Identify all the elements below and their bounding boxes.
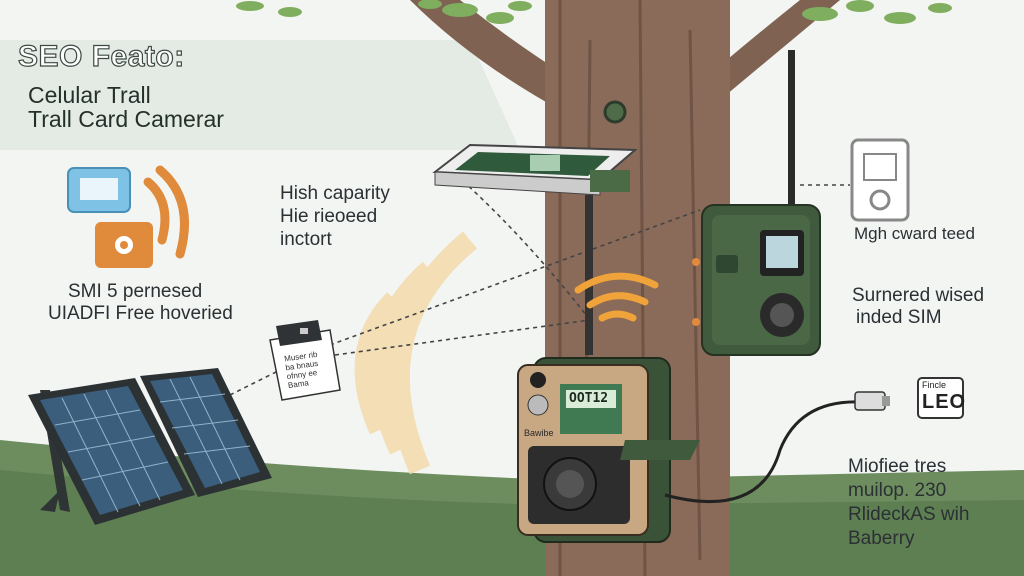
battery-label-2: muilop. 230 xyxy=(848,480,947,501)
trail-camera-icon xyxy=(692,50,821,356)
leaves xyxy=(236,0,952,24)
solar-panel-icon xyxy=(28,368,272,525)
camera-panel-text: Bawibe xyxy=(524,428,554,438)
signal-arcs-camera xyxy=(574,272,659,322)
sd-card-text: Muser rib ba bnaus ofnny ee Bama xyxy=(284,350,322,390)
led-badge-main: LEO xyxy=(922,391,967,413)
phone-icon xyxy=(67,167,153,268)
battery-label-1: Miofiee tres xyxy=(848,456,947,477)
led-badge-top: Fincle xyxy=(922,380,947,390)
display-device xyxy=(432,143,638,355)
sd-card-icon xyxy=(269,320,341,401)
usb-cable-icon xyxy=(664,391,890,503)
led-badge-icon xyxy=(917,377,964,419)
subtitle-line-2: Trall Card Camerar xyxy=(28,106,224,132)
battery-label-4: Baberry xyxy=(848,528,915,549)
surnered-label-1: Surnered wised xyxy=(852,285,985,306)
header-banner xyxy=(0,40,520,150)
sim-label-2: UIADFI Free hoveried xyxy=(48,303,233,324)
signal-arcs-background xyxy=(354,231,478,475)
capacity-label-1: Hish caparity xyxy=(280,183,390,204)
front-camera xyxy=(517,357,700,543)
card-speed-label: Mgh cward teed xyxy=(854,224,975,243)
capacity-label-3: inctort xyxy=(280,229,332,250)
sim-label-1: SMI 5 pernesed xyxy=(68,281,203,302)
wifi-signal-icon xyxy=(143,165,189,259)
capacity-label-2: Hie rieoeed xyxy=(280,206,378,227)
subtitle-line-1: Celular Trall xyxy=(28,82,151,108)
surnered-label-2: inded SIM xyxy=(856,307,942,328)
page-title: SEO Feato: xyxy=(17,39,185,73)
card-reader-icon xyxy=(850,138,910,222)
camera-screen-text: OOT12 xyxy=(569,391,609,406)
ground-shade xyxy=(0,470,1024,576)
battery-label-3: RlideckAS wih xyxy=(848,504,970,525)
